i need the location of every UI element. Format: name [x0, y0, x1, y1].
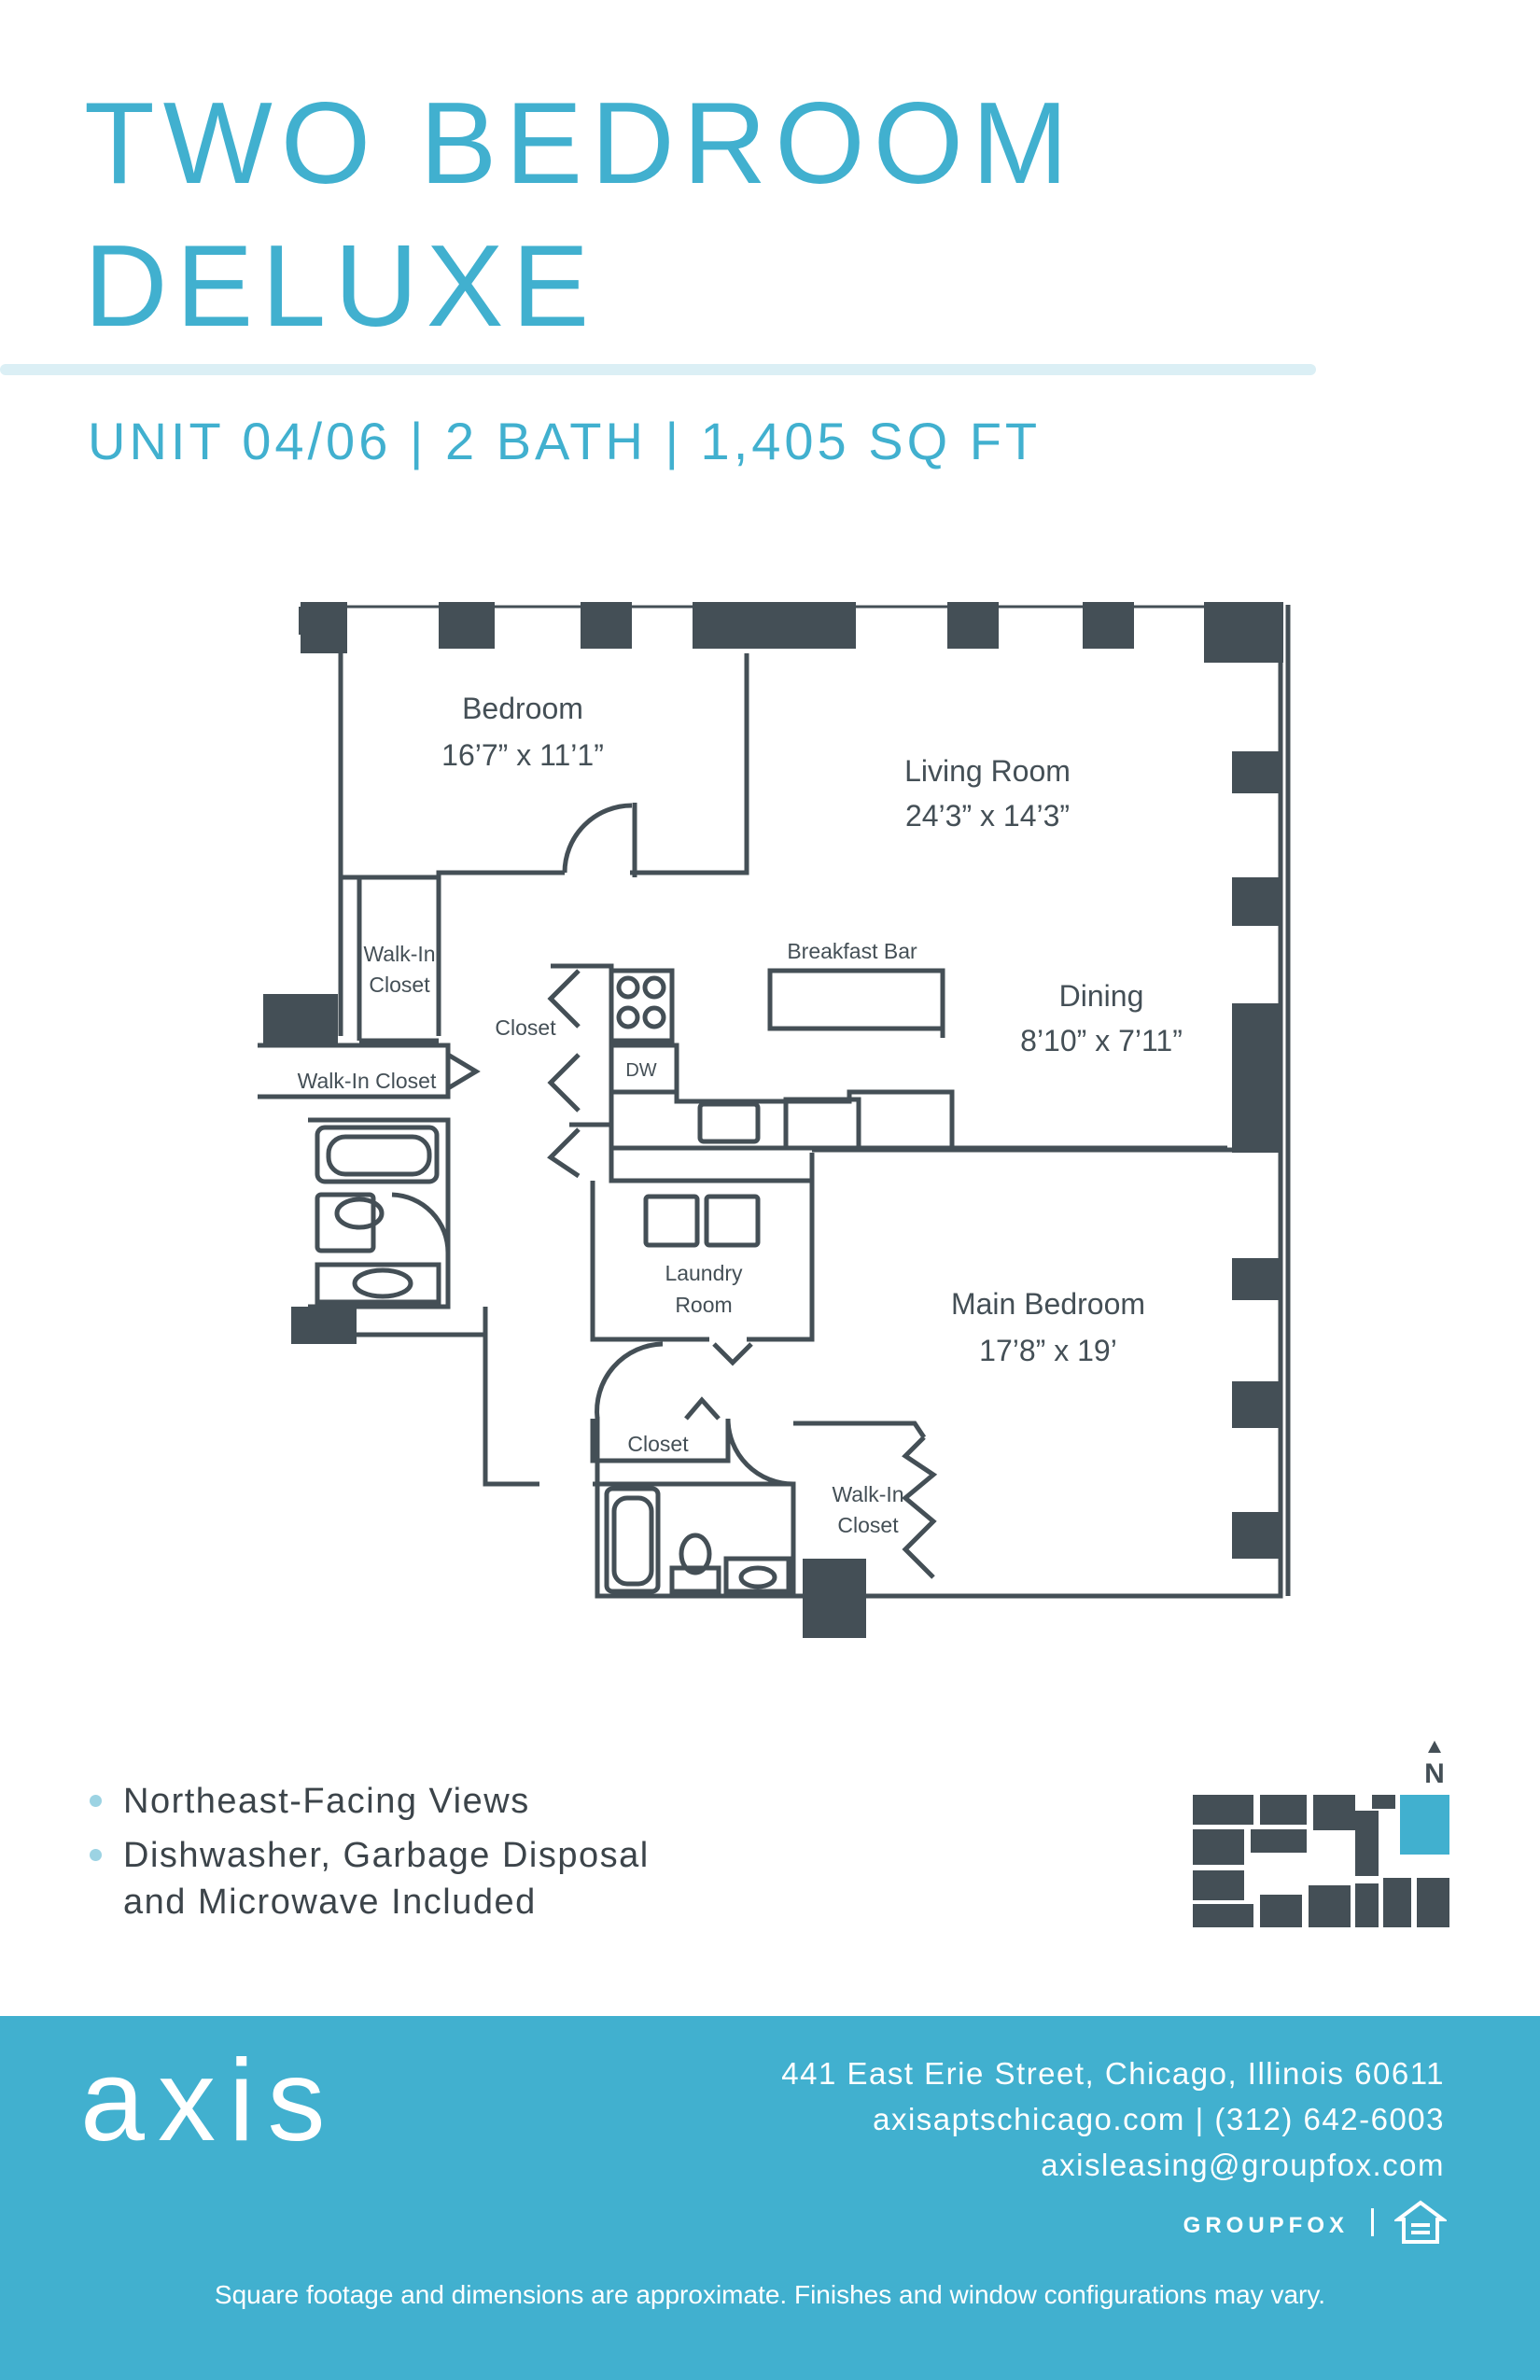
bedroom-dims: 16’7” x 11’1”	[441, 738, 604, 772]
equal-housing-icon	[1394, 2200, 1447, 2244]
address: 441 East Erie Street, Chicago, Illinois …	[781, 2056, 1445, 2091]
floor-plan-windows	[347, 605, 1290, 1587]
main-bedroom-dims: 17’8” x 19’	[979, 1334, 1117, 1367]
key-plan: N	[1193, 1741, 1449, 1927]
living-room-dims: 24’3” x 14’3”	[905, 799, 1070, 833]
floor-plan-walls	[258, 605, 1291, 1599]
north-arrow-icon	[1428, 1741, 1441, 1753]
feature-item: Dishwasher, Garbage Disposal and Microwa…	[84, 1832, 650, 1925]
closet-bath2-label: Closet	[627, 1432, 689, 1456]
north-label: N	[1424, 1758, 1445, 1789]
feature-text: and Microwave Included	[123, 1883, 537, 1922]
features-list: Northeast-Facing Views Dishwasher, Garba…	[84, 1778, 650, 1933]
page-title-line-1: TWO BEDROOM	[84, 79, 1077, 208]
closet-label: Closet	[495, 1015, 556, 1040]
main-bedroom-name: Main Bedroom	[951, 1287, 1145, 1321]
footer	[0, 2016, 1540, 2380]
logo-divider	[1371, 2208, 1374, 2236]
laundry-line2: Room	[675, 1293, 732, 1317]
laundry-line1: Laundry	[665, 1261, 743, 1285]
walk-in-closet-b-label: Walk-In Closet	[298, 1069, 437, 1093]
key-plan-unit-highlight	[1400, 1795, 1449, 1855]
brand-logo: axis	[80, 2037, 339, 2165]
dining-dims: 8’10” x 7’11”	[1020, 1024, 1183, 1057]
groupfox-logo: GROUPFOX	[1183, 2213, 1349, 2238]
header-divider	[0, 364, 1316, 375]
walk-in-closet-c-line1: Walk-In	[832, 1482, 903, 1506]
unit-summary: UNIT 04/06 | 2 BATH | 1,405 SQ FT	[88, 412, 1042, 470]
walk-in-closet-a-line2: Closet	[369, 973, 430, 997]
living-room-name: Living Room	[904, 754, 1071, 788]
email-link[interactable]: axisleasing@groupfox.com	[1041, 2148, 1445, 2182]
bullet-icon	[90, 1849, 102, 1861]
disclaimer: Square footage and dimensions are approx…	[214, 2280, 1326, 2309]
feature-text: Northeast-Facing Views	[123, 1782, 530, 1821]
feature-item: Northeast-Facing Views	[84, 1778, 650, 1825]
floor-plan-columns	[263, 602, 1283, 1638]
page-title-line-2: DELUXE	[84, 222, 598, 351]
dishwasher-label: DW	[625, 1060, 656, 1081]
breakfast-bar-label: Breakfast Bar	[787, 939, 917, 963]
dining-name: Dining	[1059, 979, 1144, 1013]
website-phone[interactable]: axisaptschicago.com | (312) 642-6003	[873, 2102, 1445, 2136]
bedroom-name: Bedroom	[462, 692, 583, 725]
walk-in-closet-c-line2: Closet	[837, 1513, 899, 1537]
feature-text: Dishwasher, Garbage Disposal	[123, 1836, 650, 1875]
bullet-icon	[90, 1795, 102, 1807]
walk-in-closet-a-line1: Walk-In	[363, 942, 435, 966]
